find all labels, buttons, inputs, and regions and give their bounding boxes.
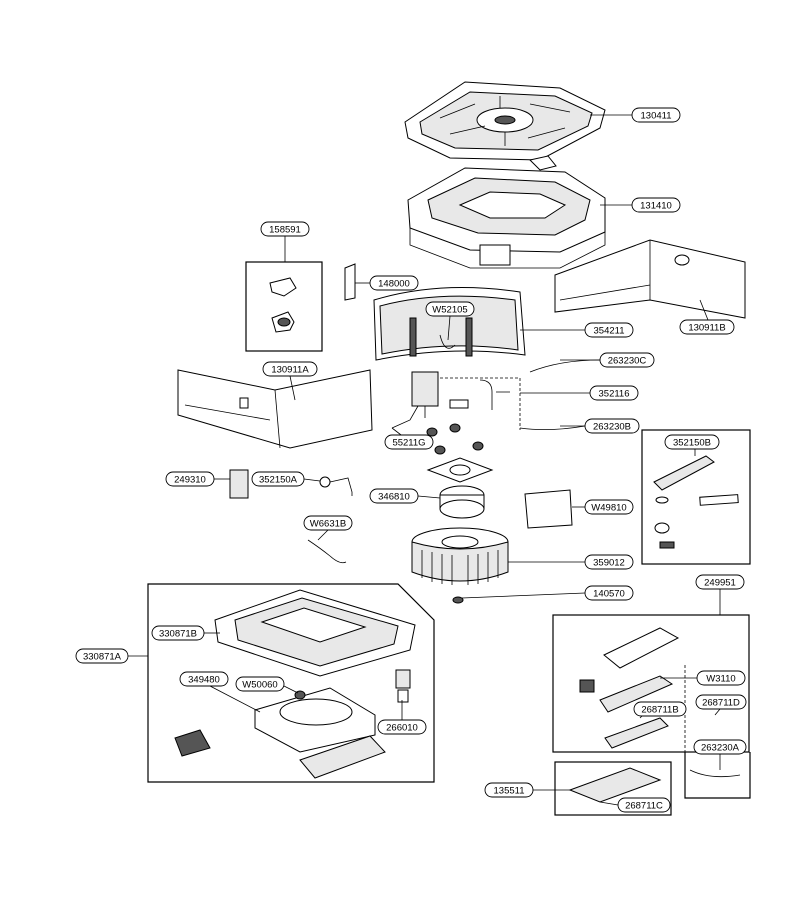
callout-130911B: 130911B <box>679 319 735 335</box>
callout-354211: 354211 <box>584 322 634 338</box>
part-140570-nut <box>452 596 464 604</box>
callout-W3110: W3110 <box>696 670 746 686</box>
svg-text:352116: 352116 <box>599 389 630 400</box>
part-switch-box <box>174 729 211 757</box>
callout-W6631B: W6631B <box>303 515 353 531</box>
callout-263230B: 263230B <box>584 418 640 434</box>
callout-140570: 140570 <box>584 585 634 601</box>
callout-268711D: 268711D <box>695 694 747 710</box>
callout-330871A: 330871A <box>75 648 129 664</box>
part-266010-actuator <box>395 669 411 703</box>
callout-249310: 249310 <box>165 471 215 487</box>
part-349480-shroud <box>254 687 376 753</box>
part-130911B-side-panel <box>554 239 746 319</box>
part-130411-grille <box>404 81 606 171</box>
callout-263230A: 263230A <box>693 739 747 755</box>
part-filter <box>299 735 386 779</box>
svg-text:55211G: 55211G <box>392 438 425 449</box>
callout-352150B: 352150B <box>664 434 720 450</box>
svg-text:359012: 359012 <box>593 558 625 569</box>
group-frame-263230A <box>684 752 751 799</box>
svg-text:W3110: W3110 <box>706 674 735 685</box>
callout-268711B: 268711B <box>633 701 687 717</box>
svg-text:346810: 346810 <box>378 492 410 503</box>
svg-text:268711B: 268711B <box>641 705 678 716</box>
group-frame-158591 <box>245 261 323 352</box>
callout-148000: 148000 <box>369 275 419 291</box>
part-263230C-cable <box>529 359 601 373</box>
part-352150B-items <box>653 455 739 549</box>
callout-266010: 266010 <box>377 719 427 735</box>
callout-W50060: W50060 <box>235 676 285 692</box>
callout-263230C: 263230C <box>599 352 655 368</box>
callout-249951: 249951 <box>695 574 745 590</box>
part-330871B-panel-frame <box>214 589 416 677</box>
svg-text:W6631B: W6631B <box>310 519 346 530</box>
svg-text:352150A: 352150A <box>259 475 298 486</box>
leader-lines <box>128 114 721 806</box>
callout-352116: 352116 <box>589 385 639 401</box>
svg-text:330871B: 330871B <box>159 629 197 640</box>
svg-text:148000: 148000 <box>378 279 410 290</box>
callout-359012: 359012 <box>584 554 634 570</box>
svg-text:131410: 131410 <box>640 201 672 212</box>
svg-text:268711D: 268711D <box>702 698 740 709</box>
svg-text:130911A: 130911A <box>271 365 309 376</box>
svg-text:130911B: 130911B <box>688 323 725 334</box>
part-148000-bracket <box>344 263 356 301</box>
part-249310 <box>229 469 249 499</box>
part-W49810-box <box>524 489 573 529</box>
svg-text:354211: 354211 <box>594 326 625 337</box>
svg-text:135511: 135511 <box>494 786 525 797</box>
callout-158591: 158591 <box>260 221 310 237</box>
svg-text:249951: 249951 <box>704 578 736 589</box>
svg-text:158591: 158591 <box>269 225 301 236</box>
svg-text:263230B: 263230B <box>593 422 631 433</box>
part-131410-drain-pan <box>407 167 606 269</box>
callout-352150A: 352150A <box>251 471 305 487</box>
part-249951-pcb <box>579 627 686 800</box>
svg-text:130411: 130411 <box>641 111 672 122</box>
callout-W52105: W52105 <box>425 301 475 317</box>
svg-text:268711C: 268711C <box>625 801 663 812</box>
svg-text:349480: 349480 <box>188 675 220 686</box>
part-359012-turbo-fan <box>411 527 509 585</box>
part-158591-clips <box>269 277 297 333</box>
svg-text:352150B: 352150B <box>673 438 711 449</box>
part-263230B-cable <box>519 425 586 430</box>
callout-330871B: 330871B <box>151 625 205 641</box>
part-263230A-cable <box>689 769 741 778</box>
callout-268711C: 268711C <box>617 797 671 813</box>
callout-55211G: 55211G <box>384 434 434 450</box>
part-W6631B-wire <box>307 539 347 564</box>
callout-131410: 131410 <box>631 197 681 213</box>
svg-text:W49810: W49810 <box>591 503 626 514</box>
part-130911A-side-panel <box>177 369 373 449</box>
part-352150A-sensor <box>319 476 353 496</box>
svg-text:263230C: 263230C <box>608 356 647 367</box>
callout-349480: 349480 <box>179 671 229 687</box>
callout-135511: 135511 <box>484 782 534 798</box>
svg-text:W50060: W50060 <box>242 680 277 691</box>
group-frame-249951 <box>552 614 750 753</box>
group-frame-330871A <box>147 583 435 783</box>
callout-130911A: 130911A <box>262 361 318 377</box>
group-frame-135511 <box>554 761 672 816</box>
part-352116-valve-assembly <box>391 371 521 430</box>
svg-text:249310: 249310 <box>174 475 206 486</box>
callout-346810: 346810 <box>369 488 419 504</box>
callout-W49810: W49810 <box>584 499 634 515</box>
svg-text:140570: 140570 <box>593 589 625 600</box>
part-346810-fan-motor <box>439 485 485 519</box>
callout-130411: 130411 <box>631 107 681 123</box>
group-frame-352150B <box>641 429 751 565</box>
svg-text:266010: 266010 <box>386 723 418 734</box>
svg-text:W52105: W52105 <box>432 305 467 316</box>
svg-text:263230A: 263230A <box>701 743 740 754</box>
part-135511-cover <box>568 767 662 803</box>
part-fittings-row <box>426 423 484 455</box>
svg-text:330871A: 330871A <box>83 652 122 663</box>
